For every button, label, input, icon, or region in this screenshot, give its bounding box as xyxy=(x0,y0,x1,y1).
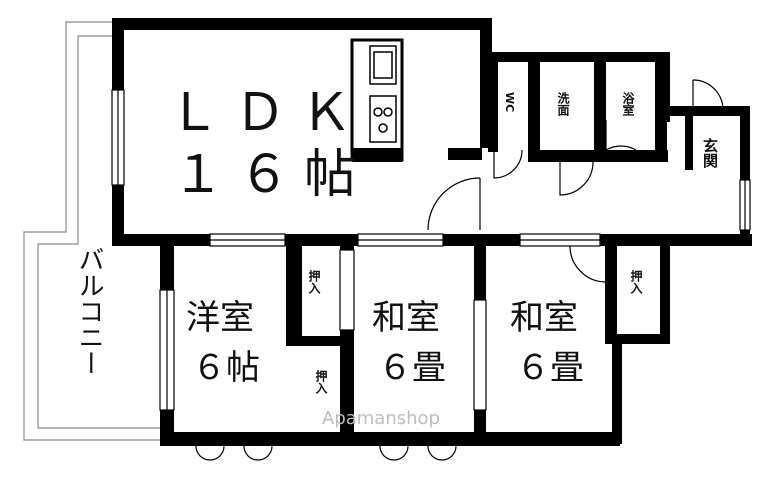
oshiire-2-label: 押入 xyxy=(314,370,328,394)
senmen-label: 洗面 xyxy=(556,92,570,116)
yoshitsu-label: 洋室 xyxy=(186,298,254,338)
doors xyxy=(195,79,724,461)
yokushitsu-label: 浴室 xyxy=(621,92,635,116)
washitsu-2-label: 和室 xyxy=(510,298,578,338)
kitchen-fixtures xyxy=(369,45,397,143)
balcony-outline xyxy=(23,21,160,441)
washitsu-1-label: 和室 xyxy=(372,298,440,338)
watermark: Apamanshop xyxy=(322,408,440,429)
washitsu-2-size-label: ６畳 xyxy=(516,348,584,388)
wc-label: WC xyxy=(503,92,516,113)
balcony-label: バルコニー xyxy=(74,246,104,376)
oshiire-1-label: 押入 xyxy=(307,270,321,294)
ldk-label: ＬＤＫ xyxy=(168,83,367,143)
washitsu-1-size-label: ６畳 xyxy=(378,348,446,388)
yoshitsu-size-label: ６帖 xyxy=(192,348,260,388)
genkan-label: 玄関 xyxy=(701,138,719,168)
ldk-size-label: １６帖 xyxy=(172,145,371,205)
windows xyxy=(111,89,751,411)
oshiire-3-label: 押入 xyxy=(629,270,643,294)
